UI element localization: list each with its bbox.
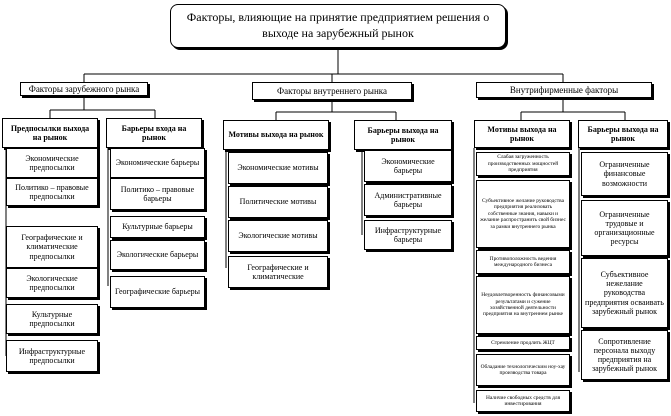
group-3-label: Внутрифирменные факторы	[476, 82, 652, 98]
group-2-column-2-item-text: Инфраструктурные барьеры	[374, 225, 442, 244]
group-3-column-1-item: Неудовлетворенность финансовыми результа…	[476, 276, 570, 334]
group-1-column-1-item: Географические и климатические предпосыл…	[6, 226, 98, 268]
group-1-column-1-item: Культурные предпосылки	[6, 304, 98, 334]
group-1-column-2-item: Политико – правовые барьеры	[110, 178, 205, 210]
group-2-column-2-header: Барьеры выхода на рынок	[354, 120, 452, 150]
group-2-column-1-item-text: Географические и климатические	[247, 262, 309, 281]
group-1-column-2-item-text: Экономические барьеры	[115, 158, 200, 168]
group-2-column-1-item: Политические мотивы	[228, 186, 328, 218]
group-3-column-1-item: Стремление продлить ЖЦТ	[476, 336, 570, 350]
group-3-column-1-item: Обладание технологическим ноу-хау произв…	[476, 354, 570, 386]
group-3-column-2-item-text: Сопротивление персонала выходу предприят…	[591, 336, 658, 374]
group-3-column-2-item: Сопротивление персонала выходу предприят…	[581, 330, 668, 380]
group-3-column-1-item-text: Наличие свободных средств для инвестиров…	[485, 394, 561, 407]
group-1-column-2-item: Экологические барьеры	[110, 240, 205, 270]
group-3-column-1-item-text: Неудовлетворенность финансовыми результа…	[481, 292, 565, 318]
group-1-column-1-item-text: Экологические предпосылки	[26, 273, 78, 292]
group-1-column-1-item-text: Инфраструктурные предпосылки	[18, 346, 86, 365]
group-3-column-2-header-text: Барьеры выхода на рынок	[587, 124, 659, 143]
group-2-column-2-item-text: Экономические барьеры	[381, 156, 435, 175]
group-1-label-text: Факторы зарубежного рынка	[28, 83, 140, 94]
group-3-column-1-item-text: Слабая загруженность производственных мо…	[487, 154, 559, 174]
group-2-column-1-item-text: Экологические мотивы	[238, 231, 318, 241]
group-2-label: Факторы внутреннего рынка	[252, 82, 412, 100]
group-2-column-1-item-text: Экономические мотивы	[237, 163, 319, 173]
group-1-column-1-item: Политико – правовые предпосылки	[6, 178, 98, 206]
group-3-column-2-item: Субъективное нежелание руководства предп…	[581, 258, 668, 328]
group-1-column-1-header-text: Предпосылки выхода на рынок	[10, 123, 90, 142]
group-3-column-2-item: Ограниченные финансовые возможности	[581, 152, 668, 196]
group-3-column-1-item: Субъективное желание руководства предпри…	[476, 180, 570, 248]
group-1-column-1-item-text: Политико – правовые предпосылки	[15, 182, 89, 201]
group-1-column-2-header: Барьеры входа на рынок	[106, 118, 202, 148]
group-3-column-2-item-text: Ограниченные трудовые и организационные …	[594, 209, 655, 247]
group-3-column-1-item-text: Стремление продлить ЖЦТ	[491, 339, 555, 346]
group-2-column-1-item: Экологические мотивы	[228, 220, 328, 252]
group-1-column-2-item: Географические барьеры	[110, 276, 205, 308]
group-1-column-2-header-text: Барьеры входа на рынок	[121, 123, 187, 142]
group-1-column-2-item: Экономические барьеры	[110, 148, 205, 178]
group-1-column-2-item-text: Политико – правовые барьеры	[120, 184, 195, 203]
group-2-column-1-item: Экономические мотивы	[228, 152, 328, 184]
group-3-column-2-header: Барьеры выхода на рынок	[578, 120, 668, 148]
group-1-column-1-header: Предпосылки выхода на рынок	[2, 118, 98, 148]
group-2-column-2-item-text: Административные барьеры	[374, 190, 442, 209]
group-3-column-1-item-text: Противоположность ведения международного…	[489, 255, 557, 268]
group-3-column-1-item-text: Обладание технологическим ноу-хау произв…	[480, 363, 566, 376]
group-3-column-1-item: Противоположность ведения международного…	[476, 250, 570, 274]
group-1-column-2-item-text: Географические барьеры	[114, 287, 201, 297]
group-2-column-2-item: Экономические барьеры	[364, 150, 452, 182]
group-2-column-2-header-text: Барьеры выхода на рынок	[367, 125, 439, 144]
group-3-column-1-header-text: Мотивы выхода на рынок	[487, 124, 557, 143]
group-3-column-2-item-text: Субъективное нежелание руководства предп…	[585, 270, 664, 316]
group-1-column-1-item-text: Экономические предпосылки	[25, 153, 79, 172]
group-2-column-2-item: Административные барьеры	[364, 184, 452, 216]
group-2-column-1-header: Мотивы выхода на рынок	[223, 120, 329, 150]
group-1-column-1-item: Экологические предпосылки	[6, 268, 98, 298]
group-3-column-1-item: Слабая загруженность производственных мо…	[476, 152, 570, 176]
group-1-column-2-item-text: Культурные барьеры	[122, 222, 193, 232]
group-1-column-1-item-text: Культурные предпосылки	[29, 309, 75, 328]
group-3-column-1-header: Мотивы выхода на рынок	[474, 120, 570, 148]
group-3-column-1-item-text: Субъективное желание руководства предпри…	[480, 197, 566, 230]
group-3-column-2-item: Ограниченные трудовые и организационные …	[581, 200, 668, 256]
group-3-column-2-item-text: Ограниченные финансовые возможности	[599, 160, 650, 188]
diagram-title: Факторы, влияющие на принятие предприяти…	[170, 4, 506, 48]
group-1-column-2-item: Культурные барьеры	[110, 216, 205, 238]
group-2-column-2-item: Инфраструктурные барьеры	[364, 220, 452, 250]
group-2-column-1-header-text: Мотивы выхода на рынок	[228, 130, 324, 140]
group-3-label-text: Внутрифирменные факторы	[509, 84, 619, 95]
group-2-column-1-item: Географические и климатические	[228, 256, 328, 288]
group-2-label-text: Факторы внутреннего рынка	[276, 85, 387, 96]
diagram-title-text: Факторы, влияющие на принятие предприяти…	[186, 10, 490, 40]
group-1-column-1-item-text: Географические и климатические предпосыл…	[21, 233, 83, 261]
group-1-column-1-item: Инфраструктурные предпосылки	[6, 340, 98, 372]
group-3-column-1-item: Наличие свободных средств для инвестиров…	[476, 390, 570, 412]
group-2-column-1-item-text: Политические мотивы	[239, 197, 317, 207]
group-1-column-2-item-text: Экологические барьеры	[116, 250, 199, 260]
group-1-label: Факторы зарубежного рынка	[20, 82, 148, 96]
group-1-column-1-item: Экономические предпосылки	[6, 148, 98, 178]
